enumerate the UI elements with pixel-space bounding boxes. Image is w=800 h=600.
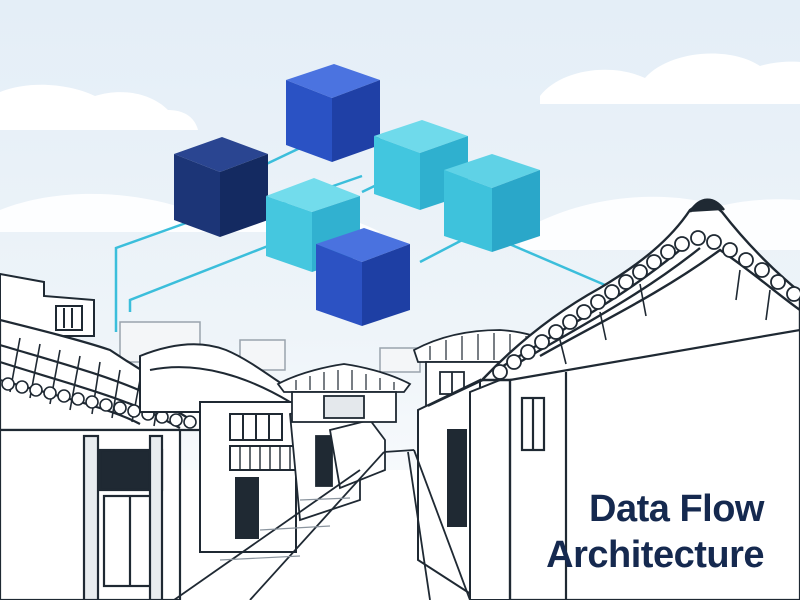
left-block-building (0, 272, 95, 337)
alley-road (173, 449, 471, 600)
center-gate-hanok (276, 363, 412, 423)
distant-buildings (119, 321, 421, 373)
left-hanok-2 (139, 343, 301, 553)
title-line-2: Architecture (546, 534, 764, 576)
title-line-1: Data Flow (589, 488, 764, 530)
cube-blue-bottom (316, 228, 410, 326)
cube-top-blue (286, 64, 380, 162)
left-hanok-wall (0, 428, 182, 600)
cube-dark-left (174, 137, 268, 237)
title-block: Data Flow Architecture (464, 486, 764, 578)
right-hanok-roof (479, 198, 800, 382)
right-row-walls (417, 371, 511, 600)
right-hanok-wall (508, 328, 800, 600)
cube-cyan-right (444, 154, 540, 252)
